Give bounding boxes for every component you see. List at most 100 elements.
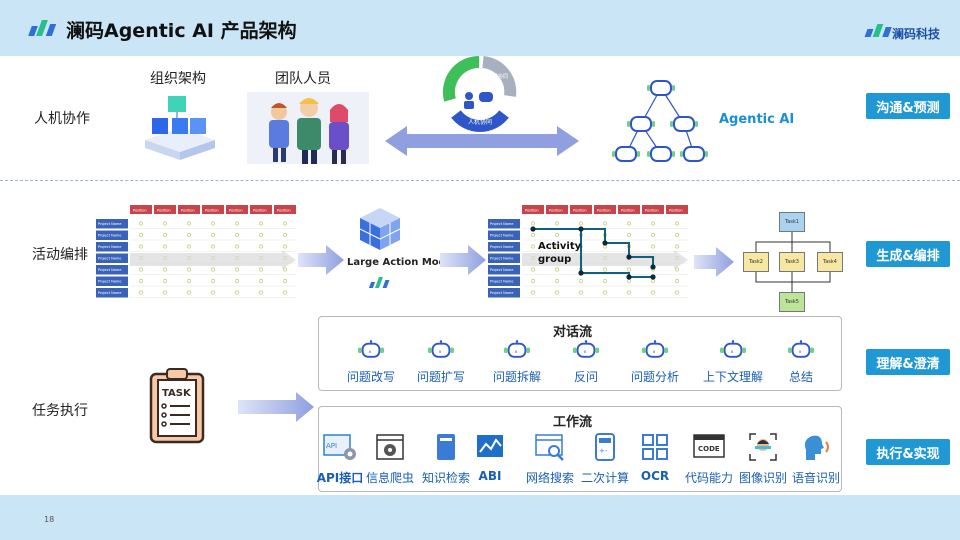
- grid-row-cell: [96, 242, 128, 252]
- grid-dot: [603, 221, 607, 226]
- grid-dot: [555, 221, 559, 226]
- grid-dot: [211, 221, 215, 226]
- cycle-label-left: 人机协同: [460, 75, 480, 82]
- human-machine-cycle-icon: 人机协同 人机协同 人机协同: [442, 56, 517, 132]
- grid-header-cell: [226, 205, 248, 214]
- cycle-label-right: 人机协同: [488, 73, 508, 80]
- grid-dot: [531, 233, 535, 237]
- activity-node: [626, 274, 632, 280]
- grid-dot: [187, 290, 191, 295]
- svg-text:x: x: [731, 350, 734, 355]
- grid-row-cell: [488, 219, 520, 229]
- grid-header-cell: [546, 205, 568, 214]
- grid-dot: [163, 290, 167, 295]
- robot-icon: x: [572, 340, 600, 364]
- grid-dot: [555, 233, 559, 237]
- work-flow-box: [318, 406, 842, 492]
- svg-text:x: x: [439, 350, 442, 355]
- grid-dot: [211, 244, 215, 249]
- activity-node: [626, 254, 632, 260]
- grid-highlight-arrow: [130, 250, 296, 269]
- grid-row-text: Project Name: [490, 280, 513, 284]
- work-flow-item-label: OCR: [640, 469, 670, 483]
- grid-dot: [579, 279, 583, 283]
- dialog-flow-item-label: 问题改写: [346, 369, 395, 384]
- brand-logo-icon: [864, 24, 892, 37]
- agent-robot-icon: [670, 116, 698, 132]
- grid-dot: [603, 267, 607, 272]
- row-label-task: 任务执行: [32, 403, 88, 419]
- flow-arrow-3: [694, 247, 734, 277]
- grid-dot: [651, 244, 655, 249]
- task-node-3: Task3: [779, 252, 805, 272]
- robot-icon: x: [641, 340, 669, 364]
- lam-logo-icon: [368, 277, 390, 288]
- grid-dot: [259, 290, 263, 295]
- grid-row-cell: [96, 276, 128, 286]
- activity-node: [578, 270, 584, 276]
- svg-text:x: x: [653, 350, 656, 355]
- grid-dot: [163, 221, 167, 226]
- grid-dot: [187, 267, 191, 272]
- robot-icon: x: [719, 340, 747, 364]
- web-search-icon: [534, 432, 566, 466]
- work-flow-item: 语音识别: [788, 432, 844, 486]
- task-flow-arrow: [238, 392, 314, 422]
- work-flow-item-label: 信息爬虫: [365, 471, 414, 485]
- grid-row-cell: [96, 288, 128, 298]
- grid-dot: [579, 290, 583, 295]
- task-node-2: Task2: [743, 252, 769, 272]
- grid-dot: [579, 221, 583, 226]
- team-members-illustration: [247, 92, 369, 164]
- activity-group-label: Activity group: [538, 241, 582, 265]
- grid-dot: [187, 233, 191, 237]
- svg-text:x: x: [515, 350, 518, 355]
- svg-text:CODE: CODE: [698, 445, 720, 453]
- agent-robot-icon: [612, 146, 640, 162]
- dialog-flow-item-label: 反问: [573, 369, 598, 384]
- grid-row-text: Project Name: [98, 268, 121, 272]
- grid-dot: [531, 290, 535, 295]
- grid-dot: [675, 290, 679, 295]
- grid-dot: [163, 279, 167, 283]
- grid-dot: [651, 233, 655, 237]
- grid-dot: [163, 267, 167, 272]
- robot-icon: x: [427, 340, 455, 364]
- grid-header-cell: [666, 205, 688, 214]
- grid-dot: [555, 244, 559, 249]
- grid-dot: [627, 221, 631, 226]
- grid-dot: [603, 290, 607, 295]
- grid-header-cell: [250, 205, 272, 214]
- grid-dot: [259, 233, 263, 237]
- grid-dot: [235, 233, 239, 237]
- tag-generate: 生成&编排: [866, 241, 950, 267]
- grid-row-text: Project Name: [98, 234, 121, 238]
- task-node-5: Task5: [779, 292, 805, 312]
- row-label-human-machine: 人机协作: [34, 111, 90, 127]
- agent-robot-icon: [647, 80, 675, 96]
- grid-dot: [531, 221, 535, 226]
- agentic-ai-label: Agentic AI: [719, 112, 795, 127]
- work-flow-item-label: 二次计算: [580, 471, 629, 485]
- chart-icon: [475, 432, 505, 466]
- large-action-model-cube-icon: [359, 208, 401, 250]
- tag-understand: 理解&澄清: [866, 349, 950, 375]
- work-flow-item: OCR: [627, 432, 683, 483]
- footer-bar: [0, 495, 960, 540]
- crawler-icon: [375, 432, 405, 466]
- work-flow-item: 网络搜索: [522, 432, 578, 486]
- grid-header-cell: [274, 205, 296, 214]
- grid-row-text: Project Name: [98, 280, 121, 284]
- grid-row-text: Project Name: [490, 234, 513, 238]
- logo-icon: [28, 20, 57, 36]
- grid-row-text: Project Name: [490, 291, 513, 295]
- grid-dot: [235, 290, 239, 295]
- grid-header-cell: [202, 205, 224, 214]
- grid-dot: [283, 233, 287, 237]
- grid-header-cell: [642, 205, 664, 214]
- svg-text:x: x: [584, 350, 587, 355]
- work-flow-item-label: 网络搜索: [525, 471, 574, 485]
- robot-icon: x: [503, 340, 531, 364]
